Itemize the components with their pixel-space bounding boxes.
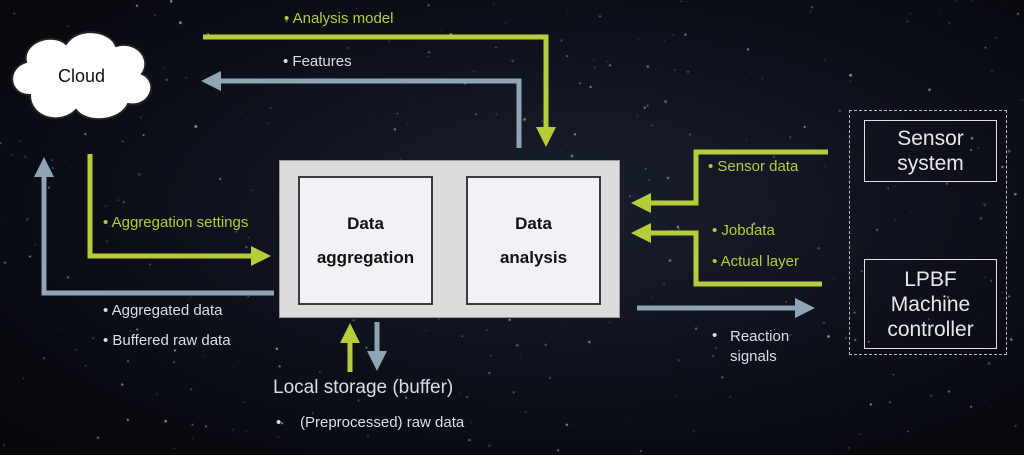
aggregation-settings-arrow	[87, 154, 271, 266]
buffered-raw-data-label: • Buffered raw data	[103, 332, 231, 349]
actual-layer-label: • Actual layer	[712, 253, 799, 270]
data-analysis-box: Data analysis	[466, 176, 601, 305]
reaction-signals-label: Reaction signals	[730, 328, 790, 365]
aggregated-data-arrow	[34, 157, 274, 296]
cloud-shape	[11, 31, 153, 121]
sensor-system-box: Sensor system	[864, 120, 997, 182]
features-arrow	[201, 71, 522, 148]
reaction-bullet: •	[712, 327, 718, 344]
jobdata-label: • Jobdata	[712, 222, 775, 239]
analysis-model-arrow	[203, 34, 556, 147]
local-storage-title: Local storage (buffer)	[273, 377, 454, 398]
device-group	[849, 110, 1007, 355]
cloud-label: Cloud	[58, 66, 106, 86]
features-label: • Features	[283, 53, 352, 70]
aggregation-settings-label: • Aggregation settings	[103, 214, 249, 231]
local-storage-item: (Preprocessed) raw data	[300, 414, 465, 431]
local-storage-bullet: •	[276, 414, 282, 431]
sensor-data-label: • Sensor data	[708, 158, 799, 175]
machine-controller-box: LPBF Machine controller	[864, 259, 997, 349]
sensor-data-arrow	[631, 149, 828, 213]
aggregated-data-label: • Aggregated data	[103, 302, 223, 319]
data-aggregation-box: Data aggregation	[298, 176, 433, 305]
analysis-model-label: • Analysis model	[284, 10, 394, 27]
jobdata-arrow	[631, 223, 822, 287]
